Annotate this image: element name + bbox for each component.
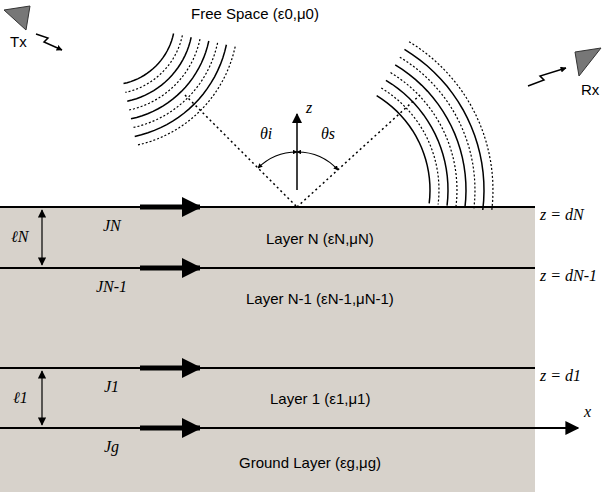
wavefront-arc [381, 88, 439, 205]
wavefront-arc [400, 57, 475, 209]
horn-antenna [4, 6, 30, 30]
wavefront-arc [395, 65, 466, 208]
axis-label: x [584, 403, 591, 421]
angle-arcs [258, 152, 338, 170]
wavefront-arc [133, 43, 218, 128]
wavefront-arc [125, 35, 182, 92]
signal-zigzag [528, 68, 566, 86]
current-label: J1 [104, 378, 119, 396]
rx-antenna [528, 48, 601, 86]
wavefront-arc [124, 34, 174, 84]
wavefront-arc [137, 47, 236, 146]
medium-fill [0, 207, 535, 492]
wavefront-arc [386, 80, 448, 205]
region-label: Free Space (ε0,μ0) [191, 6, 319, 23]
thickness-label: ℓ1 [13, 389, 28, 407]
angle-label: θi [260, 125, 272, 143]
wavefront-arc [404, 49, 484, 210]
x-axis [0, 427, 578, 429]
layer-boundaries [0, 207, 578, 428]
current-arrow [140, 366, 200, 371]
wavefront-arc [135, 45, 227, 137]
layer-label: Layer 1 (ε1,μ1) [270, 390, 370, 407]
layer-band: Layer 1 (ε1,μ1) [266, 388, 374, 409]
boundary-label: z = dN [540, 206, 584, 224]
thickness-label: ℓN [11, 228, 28, 246]
wavefront-arc [131, 41, 209, 119]
horn-antenna [575, 48, 601, 76]
current-label: JN [103, 217, 121, 235]
thickness-arrows [41, 210, 42, 425]
thickness-arrow [41, 210, 42, 265]
scattered-ray [297, 95, 420, 207]
current-label: Jg [104, 438, 119, 456]
current-label: JN-1 [96, 278, 127, 296]
rays [185, 95, 420, 207]
antenna-label: Tx [10, 34, 27, 51]
angle-label: θs [321, 125, 335, 143]
layer-label: Layer N-1 (εN-1,μN-1) [246, 290, 394, 307]
tx-antenna [4, 6, 62, 50]
current-arrow [140, 426, 200, 431]
thickness-arrow [41, 371, 42, 425]
wavefront-arc [129, 39, 200, 110]
axis-label: z [306, 99, 312, 117]
layer-label: Ground Layer (εg,μg) [239, 454, 381, 471]
wavefronts [124, 34, 493, 212]
boundary-line [0, 367, 535, 369]
boundary-line [0, 267, 535, 269]
current-arrow [140, 205, 200, 210]
layer-band: Layer N-1 (εN-1,μN-1) [242, 288, 398, 309]
layer-band: Ground Layer (εg,μg) [235, 452, 385, 473]
current-arrow [140, 266, 200, 271]
wavefront-arc [409, 42, 493, 211]
angle-arc [258, 152, 297, 168]
angle-arc [297, 152, 338, 170]
boundary-line [0, 206, 535, 208]
layer-label: Layer N (εN,μN) [266, 230, 374, 247]
signal-zigzag [36, 34, 62, 50]
boundary-label: z = dN-1 [540, 267, 597, 285]
wavefront-arc [391, 73, 457, 207]
surface-currents [140, 207, 200, 428]
antenna-label: Rx [581, 82, 599, 99]
incident-ray [185, 95, 297, 207]
layer-band: Layer N (εN,μN) [262, 228, 378, 249]
boundary-label: z = d1 [540, 367, 581, 385]
